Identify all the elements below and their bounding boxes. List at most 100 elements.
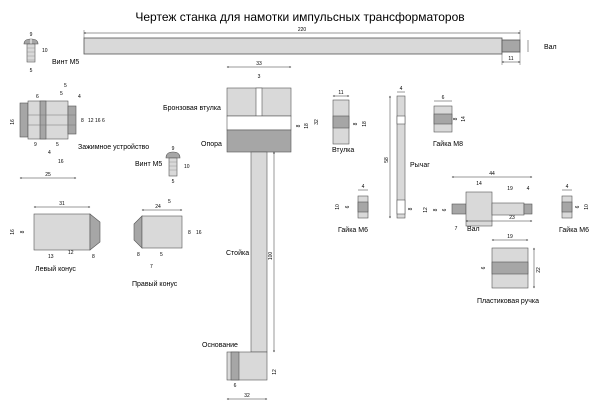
shaft-top: 220 11 Вал (83, 27, 557, 65)
dim-vt-w: 11 (338, 90, 343, 96)
nut-m6-left: 4 10 6 Гайка М6 (335, 184, 369, 234)
label-nut-m8: Гайка М8 (433, 140, 463, 148)
dim-clamp-b5: 25 (45, 172, 51, 178)
dim-lever-h: 58 (384, 157, 390, 163)
dim-lever-hole: 8 (408, 207, 414, 210)
dim-nut8-h1: 8 (453, 117, 459, 120)
dim-rcone-w: 24 (155, 204, 161, 210)
label-clamp: Зажимное устройство (78, 143, 149, 151)
clamp-device: 16 5 5 6 4 8 12 16 6 9 5 4 16 25 Зажимно… (10, 83, 149, 179)
dim-lcone-h2: 8 (20, 230, 26, 233)
dim-clamp-w1: 5 (64, 83, 67, 89)
dim-shaft-total: 44 (489, 171, 495, 177)
dim-bronze-h1: 8 (296, 124, 302, 127)
dim-nut6-w: 4 (362, 184, 365, 190)
dim-val-end: 11 (508, 56, 513, 62)
dim-clamp-b2: 5 (56, 142, 59, 148)
label-right-cone: Правый конус (132, 280, 178, 288)
label-left-cone: Левый конус (35, 265, 76, 273)
dim-nut8-w: 6 (442, 95, 445, 101)
dim-lever-w: 4 (400, 86, 403, 92)
right-cone: 24 5 8 16 8 5 7 Правый конус (132, 199, 202, 288)
dim-clamp-h2: 8 (81, 118, 84, 124)
label-base: Основание (202, 342, 238, 349)
dim-lcone-w: 31 (59, 201, 65, 207)
label-nut-m6-left: Гайка М6 (338, 226, 368, 234)
bushing-vtulka: 11 8 18 Втулка (332, 90, 368, 154)
dim-mscrew-c: 5 (172, 179, 175, 185)
dim-lcone-h1: 16 (10, 229, 16, 235)
dim-nut8-h2: 14 (461, 116, 467, 122)
dim-shaft-h1: 12 (423, 207, 429, 213)
label-vtulka: Втулка (332, 147, 354, 154)
dim-rcone-b: 8 (137, 252, 140, 258)
label-bronze-bushing: Бронзовая втулка (163, 105, 221, 112)
nut-m6-right: 4 6 10 Гайка М6 (559, 184, 590, 234)
plastic-handle: 19 6 22 Пластиковая ручка (477, 234, 542, 305)
dim-bronze-slot: 3 (258, 74, 261, 80)
shaft-right: 44 14 19 4 12 8 6 7 23 Вал (423, 171, 533, 233)
dim-clamp-w2: 5 (60, 91, 63, 97)
dim-bronze-w: 33 (256, 61, 262, 67)
dim-mscrew-b: 10 (184, 164, 190, 170)
dim-vt-h1: 8 (353, 122, 359, 125)
label-nut-m6-right: Гайка М6 (559, 226, 589, 234)
dim-lcone-a: 13 (48, 254, 54, 260)
dim-clamp-w4: 4 (78, 94, 81, 100)
dim-rcone-h2: 16 (196, 230, 202, 236)
left-cone: 31 16 8 13 12 8 Левый конус (10, 201, 101, 273)
label-support: Опора (201, 141, 222, 148)
dim-shaft-b: 19 (507, 186, 513, 192)
dim-clamp-w3: 6 (36, 94, 39, 100)
support-assembly: 33 3 8 18 32 Бронзовая втулка Опора 100 … (163, 61, 320, 400)
dim-clamp-h1: 16 (10, 119, 16, 125)
dim-nut6r-h1: 6 (575, 205, 581, 208)
dim-nut6-h2: 6 (345, 205, 351, 208)
dim-shaft-c: 4 (527, 186, 530, 192)
label-vint-m5-top: Винт М5 (52, 59, 79, 66)
lever: 4 58 8 Рычаг (384, 86, 430, 219)
dim-rcone-h1: 8 (188, 230, 191, 236)
dim-handle-h1: 6 (481, 266, 487, 269)
dim-stand-length: 100 (268, 252, 274, 261)
dim-clamp-b3: 4 (48, 150, 51, 156)
dim-rcone-c: 5 (160, 252, 163, 258)
label-plastic-handle: Пластиковая ручка (477, 298, 539, 305)
dim-val-length: 220 (298, 27, 307, 33)
label-stand: Стойка (226, 249, 249, 257)
dim-mscrew-a: 9 (172, 146, 175, 152)
dim-screw-h: 10 (42, 48, 48, 54)
dim-nut6-h1: 10 (335, 204, 341, 210)
dim-base-w: 32 (244, 393, 250, 399)
dim-bronze-h3: 32 (314, 119, 320, 125)
dim-rcone-a: 5 (168, 199, 171, 205)
dim-base-h: 12 (272, 369, 278, 375)
drawing-title: Чертеж станка для намотки импульсных тра… (135, 10, 464, 24)
dim-shaft-a: 14 (476, 181, 482, 187)
label-vint-m5-mid: Винт М5 (135, 161, 162, 168)
dim-clamp-b4: 16 (58, 159, 64, 165)
dim-clamp-h5: 6 (102, 118, 105, 124)
dim-clamp-h3: 12 (88, 118, 94, 124)
dim-vt-h2: 18 (362, 121, 368, 127)
dim-shaft-h2: 8 (433, 208, 439, 211)
dim-lcone-b: 12 (68, 250, 74, 256)
dim-shaft-d: 7 (455, 226, 458, 232)
nut-m8: 6 8 14 Гайка М8 (433, 95, 467, 148)
dim-rcone-d: 7 (150, 264, 153, 270)
dim-nut6r-w: 4 (566, 184, 569, 190)
dim-bronze-h2: 18 (304, 123, 310, 129)
dim-nut6r-h2: 10 (584, 204, 590, 210)
dim-handle-h2: 22 (536, 267, 542, 273)
label-val-right: Вал (467, 226, 480, 233)
dim-screw-head: 9 (30, 32, 33, 38)
dim-screw-w: 5 (30, 68, 33, 74)
dim-shaft-h3: 6 (442, 208, 448, 211)
dim-base-slot: 6 (234, 383, 237, 389)
screw-m5-mid: 9 10 5 Винт М5 (135, 146, 190, 185)
dim-clamp-b1: 9 (34, 142, 37, 148)
label-val-top: Вал (544, 44, 557, 51)
dim-shaft-e: 23 (509, 215, 515, 221)
